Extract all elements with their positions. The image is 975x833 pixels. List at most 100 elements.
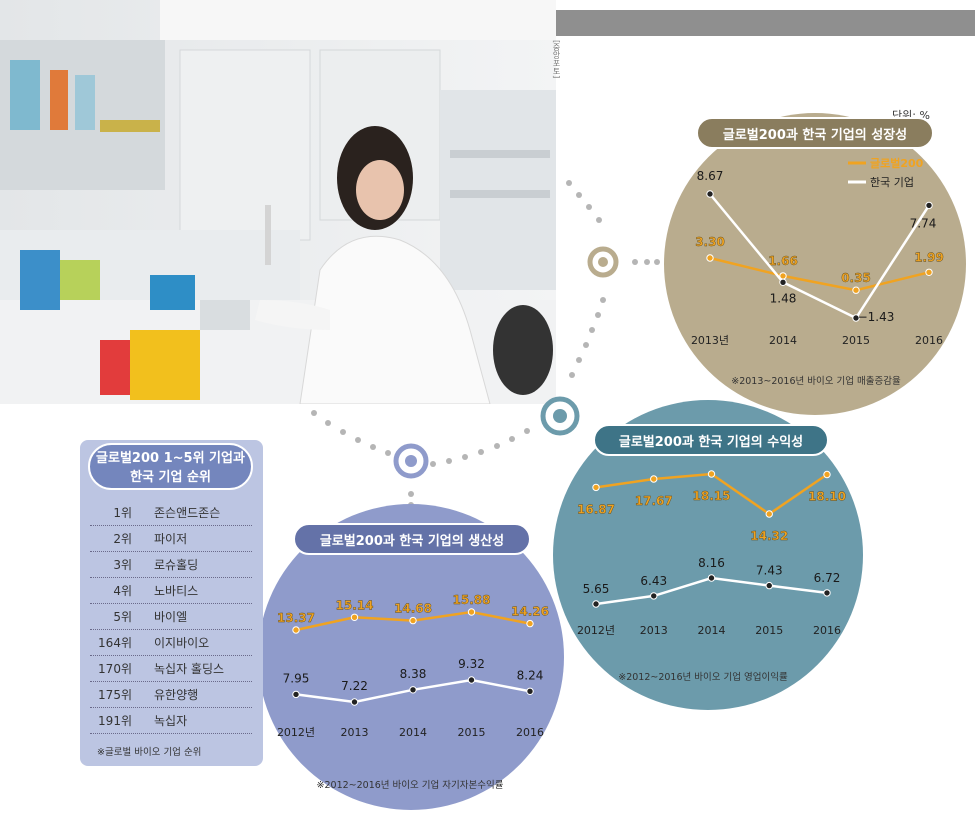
data-point	[292, 690, 300, 699]
productivity-chart-bg	[258, 504, 564, 810]
rank-title-line2: 한국 기업 순위	[130, 470, 211, 485]
data-label: 8.67	[697, 169, 724, 183]
company-name: 노바티스	[154, 584, 199, 598]
data-label: 14.26	[511, 605, 549, 619]
x-tick-label: 2013년	[691, 334, 729, 347]
productivity-target-dot	[405, 455, 417, 467]
data-point	[823, 470, 831, 479]
legend-korea-label: 한국 기업	[870, 176, 914, 189]
data-point	[467, 608, 476, 616]
company-name: 파이저	[154, 532, 188, 546]
data-label: 15.88	[453, 593, 491, 607]
rank-number: 5위	[113, 610, 132, 624]
x-tick-label: 2016	[915, 334, 943, 347]
data-label: 8.24	[517, 668, 544, 682]
rank-row: 4위 노바티스	[90, 578, 252, 604]
data-label: 6.43	[640, 574, 667, 588]
data-point	[706, 254, 714, 262]
data-point	[592, 600, 600, 608]
data-label: 3.30	[695, 235, 725, 249]
productivity-note: ※2012~2016년 바이오 기업 자기자본수익률	[317, 779, 504, 791]
rank-number: 164위	[98, 636, 132, 650]
data-point	[592, 483, 600, 492]
x-tick-label: 2012년	[577, 624, 615, 637]
data-label: 16.87	[577, 502, 615, 516]
company-name: 바이엘	[154, 610, 188, 624]
data-label: 6.72	[814, 571, 841, 585]
x-tick-label: 2013	[341, 726, 369, 739]
data-point	[925, 201, 933, 210]
data-label: 1.66	[768, 254, 798, 268]
productivity-title: 글로벌200과 한국 기업의 생산성	[320, 533, 504, 549]
company-name: 녹십자 홀딩스	[154, 662, 225, 676]
growth-target-dot	[598, 257, 608, 267]
data-point	[650, 475, 658, 483]
rank-number: 4위	[113, 584, 132, 598]
dotted-connectors	[311, 180, 660, 508]
rank-row: 191위 녹십자	[90, 708, 252, 734]
data-point	[650, 592, 658, 600]
profit-title-pill	[593, 424, 829, 456]
growth-chart-bg	[664, 113, 966, 415]
data-point	[925, 268, 933, 276]
data-point	[409, 616, 417, 625]
data-label: 15.14	[336, 598, 374, 612]
data-point	[409, 686, 417, 694]
data-label: 14.32	[750, 529, 788, 543]
company-name: 존슨앤드존슨	[154, 506, 221, 520]
rank-number: 170위	[98, 662, 132, 676]
data-label: 8.16	[698, 556, 725, 570]
data-point	[852, 314, 860, 322]
x-tick-label: 2015	[755, 624, 783, 637]
profit-target-dot	[553, 409, 567, 423]
rank-number: 191위	[98, 714, 132, 728]
rank-row: 5위 바이엘	[90, 604, 252, 630]
data-point	[765, 581, 773, 590]
global-series-line	[709, 256, 930, 292]
growth-target-icon	[587, 246, 619, 278]
data-point	[706, 190, 714, 198]
data-label: 5.65	[583, 582, 610, 596]
x-tick-label: 2014	[399, 726, 427, 739]
data-label: 1.48	[770, 291, 797, 305]
x-tick-label: 2015	[842, 334, 870, 347]
x-tick-label: 2016	[813, 624, 841, 637]
company-name: 로슈홀딩	[154, 558, 199, 572]
data-point	[823, 589, 831, 597]
rank-number: 1위	[113, 506, 132, 520]
growth-title-pill	[696, 117, 934, 149]
data-label: 17.67	[635, 494, 673, 508]
data-point	[707, 574, 716, 582]
x-tick-label: 2014	[769, 334, 797, 347]
company-name: 녹십자	[154, 714, 188, 728]
data-point	[350, 698, 359, 706]
growth-title: 글로벌200과 한국 기업의 성장성	[723, 127, 907, 143]
rank-row: 1위 존슨앤드존슨	[90, 500, 252, 526]
data-point	[779, 278, 787, 286]
data-label: 8.38	[400, 667, 427, 681]
profit-note: ※2012~2016년 바이오 기업 영업이익률	[618, 671, 788, 683]
rank-title: 글로벌200 1~5위 기업과 한국 기업 순위	[88, 443, 253, 490]
data-label: 1.99	[914, 250, 944, 264]
data-label: 18.15	[693, 489, 731, 503]
x-tick-label: 2015	[458, 726, 486, 739]
rank-number: 3위	[113, 558, 132, 572]
data-point	[350, 613, 359, 621]
lab-photo	[0, 0, 556, 404]
data-label: 7.22	[341, 679, 368, 693]
data-point	[765, 510, 773, 518]
x-tick-label: 2014	[698, 624, 726, 637]
data-point	[707, 470, 716, 478]
photo-credit: [중앙포토]	[552, 40, 561, 79]
data-label: 7.74	[910, 216, 937, 230]
x-tick-label: 2013	[640, 624, 668, 637]
data-label: 14.68	[394, 602, 432, 616]
productivity-title-pill	[293, 523, 531, 555]
data-point	[467, 676, 476, 684]
